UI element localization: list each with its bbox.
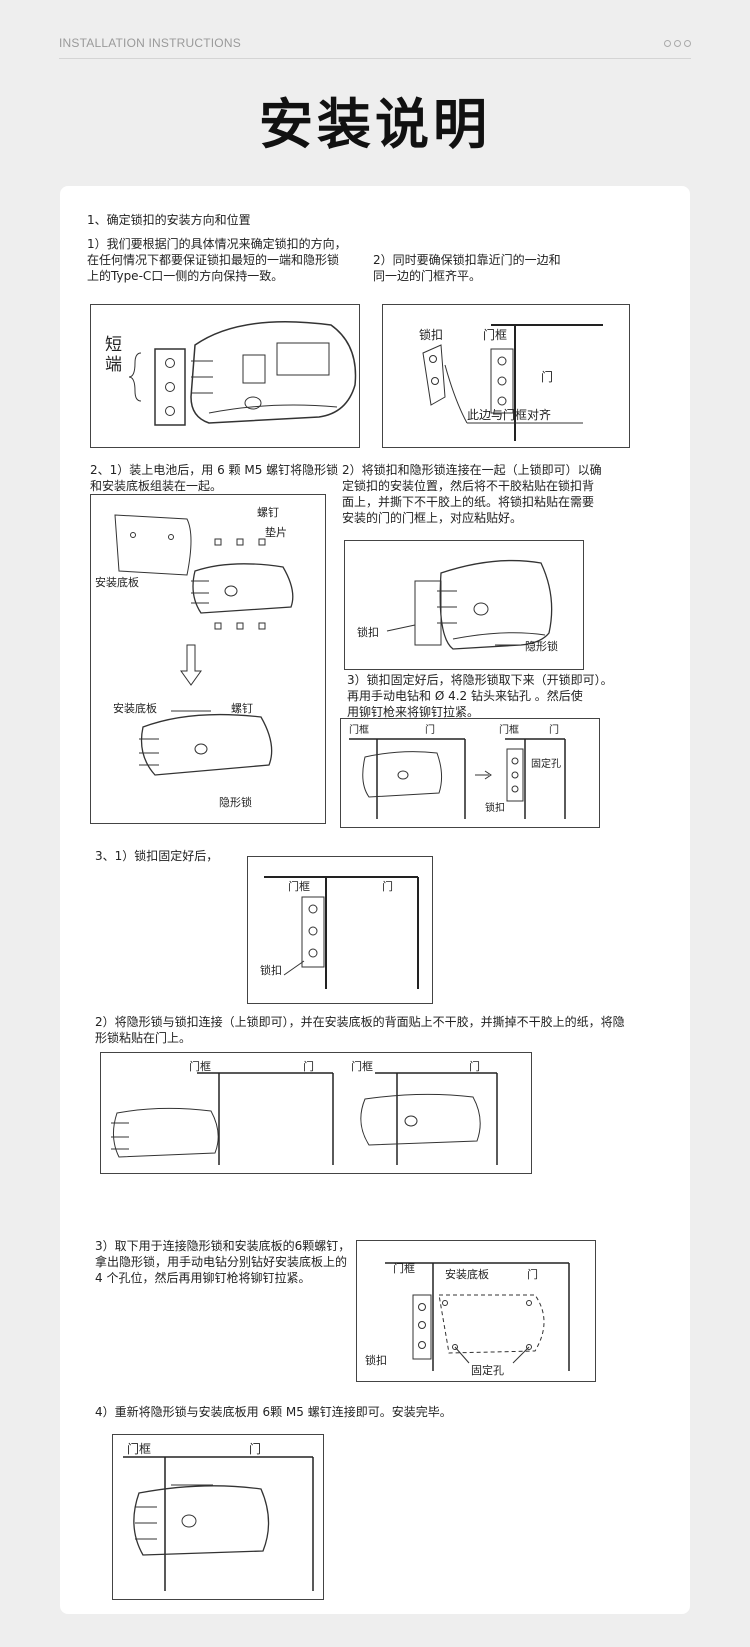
page-title: 安装说明 (259, 93, 491, 156)
lock-label-2: 隐形锁 (525, 640, 558, 653)
header-label: INSTALLATION INSTRUCTIONS (59, 36, 241, 50)
frame-label-3: 门框 (499, 725, 519, 736)
frame-label-5: 门框 (189, 1060, 211, 1073)
section1-heading: 1、确定锁扣的安装方向和位置 (87, 213, 251, 227)
buckle-label-5: 锁扣 (365, 1354, 387, 1367)
lock-label: 隐形锁 (219, 796, 252, 809)
instruction-card: 1、确定锁扣的安装方向和位置 1）我们要根据门的具体情况来确定锁扣的方向， 在任… (60, 186, 690, 1614)
buckle-label-3: 锁扣 (485, 803, 505, 814)
section1-step1-text: 1）我们要根据门的具体情况来确定锁扣的方向， 在任何情况下都要保证锁扣最短的一端… (87, 237, 347, 283)
door-label-4: 门 (382, 880, 393, 893)
door-label-6: 门 (469, 1060, 480, 1073)
figure-buckle-align: 锁扣 门框 门 此边与门框对齐 (382, 304, 630, 448)
door-label-3: 门 (549, 725, 559, 736)
frame-label-6: 门框 (351, 1060, 373, 1073)
hole-label-2: 固定孔 (471, 1364, 504, 1377)
frame-label-7: 门框 (393, 1262, 415, 1275)
plate-label-2: 安装底板 (113, 702, 157, 715)
align-label: 此边与门框对齐 (467, 408, 552, 422)
header-dots (664, 40, 691, 47)
screw-label-2: 螺钉 (231, 702, 253, 715)
figure-stick: 门框 门 门框 门 (100, 1052, 532, 1174)
figure-lock-short-end: 短 端 (90, 304, 360, 448)
frame-label: 门框 (483, 328, 508, 342)
header-divider (59, 58, 691, 59)
plate-label-3: 安装底板 (445, 1268, 489, 1281)
section1-step2-text: 2）同时要确保锁扣靠近门的一边和 同一边的门框齐平。 (373, 253, 561, 283)
figure-assembly: 螺钉 垫片 安装底板 安装底板 螺钉 隐形锁 (90, 494, 326, 824)
frame-label-8: 门框 (127, 1442, 152, 1456)
section3-step2-text: 2）将隐形锁与锁扣连接（上锁即可），并在安装底板的背面贴上不干胶，并撕掉不干胶上… (95, 1015, 625, 1045)
screw-label: 螺钉 (257, 506, 279, 519)
hole-label: 固定孔 (531, 759, 561, 770)
figure-final: 门框 门 (112, 1434, 324, 1600)
figure-connect: 锁扣 隐形锁 (344, 540, 584, 670)
frame-label-4: 门框 (288, 880, 310, 893)
figure-drill: 门框 门 门框 门 固定孔 锁扣 (340, 718, 600, 828)
plate-label: 安装底板 (95, 576, 139, 589)
section2-step3-text: 3）锁扣固定好后，将隐形锁取下来（开锁即可）。 再用手动电钻和 Ø 4.2 钻头… (347, 673, 613, 719)
buckle-label-2: 锁扣 (357, 626, 379, 639)
frame-label-2: 门框 (349, 725, 369, 736)
section2-step2-text: 2）将锁扣和隐形锁连接在一起（上锁即可）以确 定锁扣的安装位置，然后将不干胶粘贴… (342, 463, 602, 525)
section3-step1-text: 3、1）锁扣固定好后， (95, 849, 219, 863)
door-label-2: 门 (425, 725, 435, 736)
door-label-5: 门 (303, 1060, 314, 1073)
short-end-label: 短 端 (105, 335, 122, 375)
buckle-label-4: 锁扣 (260, 964, 282, 977)
section3-step4-text: 4）重新将隐形锁与安装底板用 6颗 M5 螺钉连接即可。安装完毕。 (95, 1405, 452, 1419)
section3-step3-text: 3）取下用于连接隐形锁和安装底板的6颗螺钉， 拿出隐形锁，用手动电钻分别钻好安装… (95, 1239, 351, 1285)
section2-step1-text: 2、1）装上电池后，用 6 颗 M5 螺钉将隐形锁 和安装底板组装在一起。 (90, 463, 339, 493)
buckle-label: 锁扣 (419, 328, 444, 342)
door-label: 门 (541, 370, 554, 384)
figure-fixed: 门框 门 锁扣 (247, 856, 433, 1004)
figure-plate: 门框 安装底板 门 锁扣 固定孔 (356, 1240, 596, 1382)
washer-label: 垫片 (265, 526, 287, 539)
door-label-8: 门 (249, 1442, 262, 1456)
door-label-7: 门 (527, 1268, 538, 1281)
